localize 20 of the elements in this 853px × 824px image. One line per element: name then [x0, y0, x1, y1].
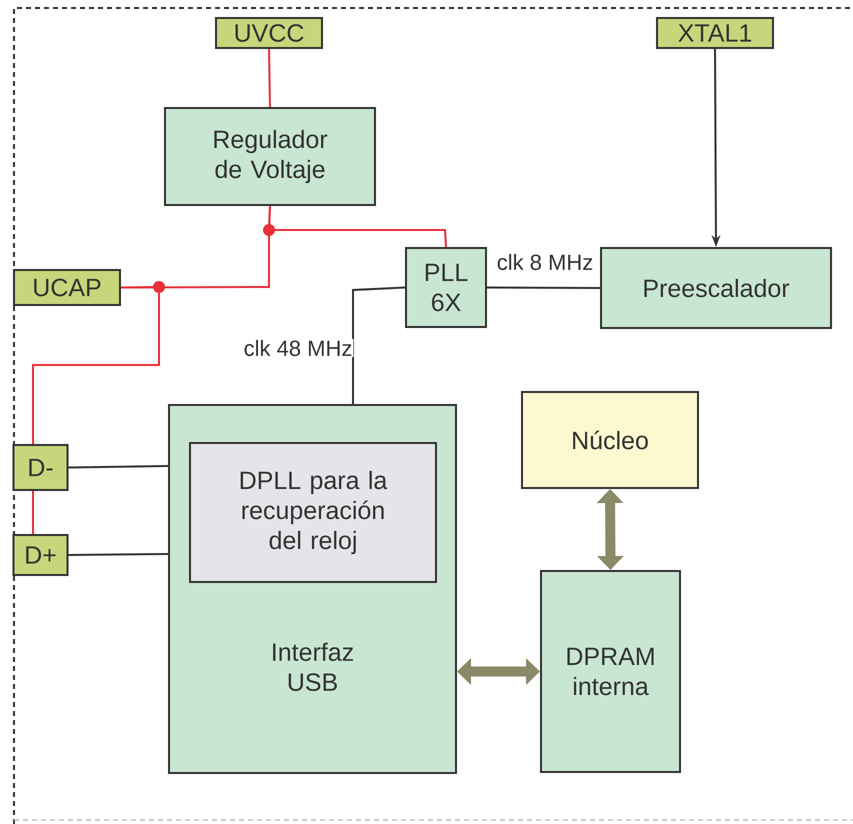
pin-box: D-	[12, 444, 68, 491]
block-box: Núcleo	[521, 391, 699, 489]
block-box: PLL 6X	[405, 247, 487, 328]
pin-box: UVCC	[215, 17, 323, 49]
pin-box: XTAL1	[656, 17, 774, 49]
edge-label: clk 48 MHz	[244, 340, 352, 356]
connector-line	[352, 286, 406, 404]
block-box: DPLL para la recuperación del reloj	[189, 442, 437, 583]
block-box: DPRAM interna	[540, 570, 681, 773]
edge-label: clk 8 MHz	[498, 254, 592, 270]
connector-line	[68, 553, 168, 556]
connector-line	[68, 465, 168, 468]
connector-line	[32, 491, 34, 534]
block-box: Preescalador	[600, 247, 832, 329]
pin-box: UCAP	[13, 269, 121, 306]
pin-box: D+	[12, 534, 68, 576]
connector-line	[268, 48, 271, 108]
connector-line	[487, 286, 600, 289]
block-box: Regulador de Voltaje	[164, 107, 376, 206]
connector-line	[32, 286, 160, 444]
